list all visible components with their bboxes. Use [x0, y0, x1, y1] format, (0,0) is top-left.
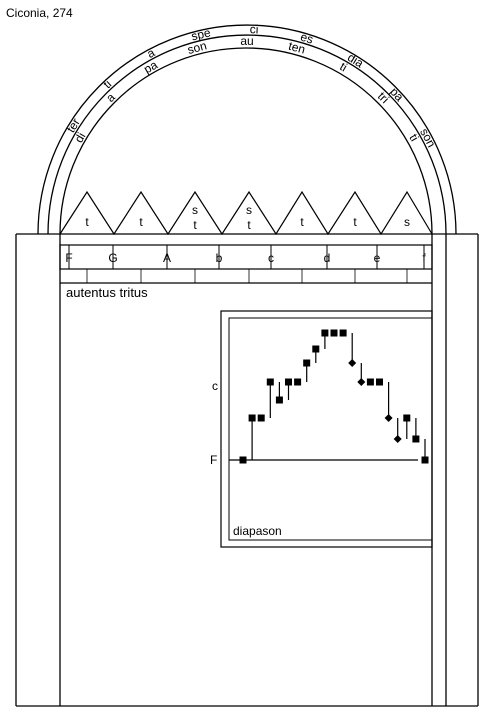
arch-outer-word-8: son — [417, 126, 438, 150]
frame — [15, 233, 479, 707]
interval-label-4: t — [300, 215, 304, 229]
gamut-letter-d: d — [324, 251, 331, 265]
gamut-ticks — [68, 245, 425, 283]
interval-label-line: s — [192, 203, 198, 217]
interval-zigzag — [59, 190, 433, 236]
gamut-letter-f: f — [422, 251, 426, 265]
header-caption: Ciconia, 274 — [6, 6, 73, 20]
gamut-letter-b: b — [216, 251, 223, 265]
arch-inner-word-0: di — [72, 130, 89, 145]
gamut-box — [59, 244, 433, 270]
note-square-6 — [294, 378, 302, 386]
note-square-7 — [303, 359, 311, 367]
interval-label-line: t — [247, 218, 251, 232]
note-square-1 — [248, 414, 256, 422]
interval-teeth — [59, 190, 433, 236]
note-square-15 — [376, 378, 383, 386]
interval-label-line: s — [246, 203, 252, 217]
arch-outer-word-0: ter — [64, 116, 83, 135]
arch-inner-word-3: son — [186, 38, 208, 57]
interval-label-1: t — [139, 215, 143, 229]
arch-inner-word-5: ten — [287, 39, 307, 57]
arch-inner-word-1: a — [103, 90, 118, 105]
arch-outer-word-3: spe — [190, 25, 212, 43]
note-square-10 — [330, 329, 338, 337]
arch-inner-word-4: au — [240, 34, 253, 48]
note-square-5 — [285, 378, 292, 386]
interval-label-6: s — [404, 215, 410, 229]
melody-panel: c F diapason — [210, 310, 433, 548]
gamut-letter-F: F — [65, 251, 72, 265]
note-square-19 — [412, 435, 420, 443]
note-diamond-17 — [393, 435, 402, 443]
note-square-11 — [339, 329, 347, 337]
arch-middle-arc — [47, 34, 447, 235]
pitch-label-upper: c — [212, 379, 218, 393]
note-square-20 — [421, 456, 429, 464]
note-square-9 — [321, 329, 329, 337]
arch-outer-word-5: es — [299, 30, 315, 47]
arch-outer-arc — [37, 24, 457, 235]
pitch-label-lower: F — [210, 453, 217, 467]
gamut-letter-A: A — [163, 251, 171, 265]
gamut-letter-e: e — [374, 251, 381, 265]
note-diamond-12 — [348, 359, 357, 367]
note-square-8 — [312, 345, 320, 353]
note-diamond-13 — [357, 378, 366, 386]
gamut-letter-c: c — [268, 251, 274, 265]
arch-outer-word-4: ci — [250, 22, 259, 36]
arch-inner-word-8: ti — [406, 131, 421, 143]
note-square-18 — [403, 414, 411, 422]
interval-label-5: t — [353, 215, 357, 229]
note-square-0 — [239, 456, 247, 464]
range-label: diapason — [233, 524, 282, 538]
note-square-14 — [366, 378, 374, 386]
arch-inner-word-6: ti — [337, 59, 349, 74]
melody-notes — [239, 329, 429, 464]
melody-panel-inner — [228, 317, 433, 541]
interval-label-line: t — [193, 218, 197, 232]
arch-outline — [37, 24, 457, 235]
note-diamond-16 — [384, 414, 393, 422]
gamut-letter-G: G — [108, 251, 117, 265]
arch-outer-word-6: dia — [345, 50, 366, 71]
mode-label: autentus tritus — [66, 285, 148, 300]
note-square-4 — [275, 396, 283, 404]
arch-inner-word-2: pa — [141, 57, 160, 76]
interval-label-0: t — [85, 215, 89, 229]
gamut-staff — [59, 244, 433, 284]
arch-inner-arc — [59, 47, 433, 235]
note-square-3 — [266, 378, 274, 386]
note-square-2 — [257, 414, 265, 422]
